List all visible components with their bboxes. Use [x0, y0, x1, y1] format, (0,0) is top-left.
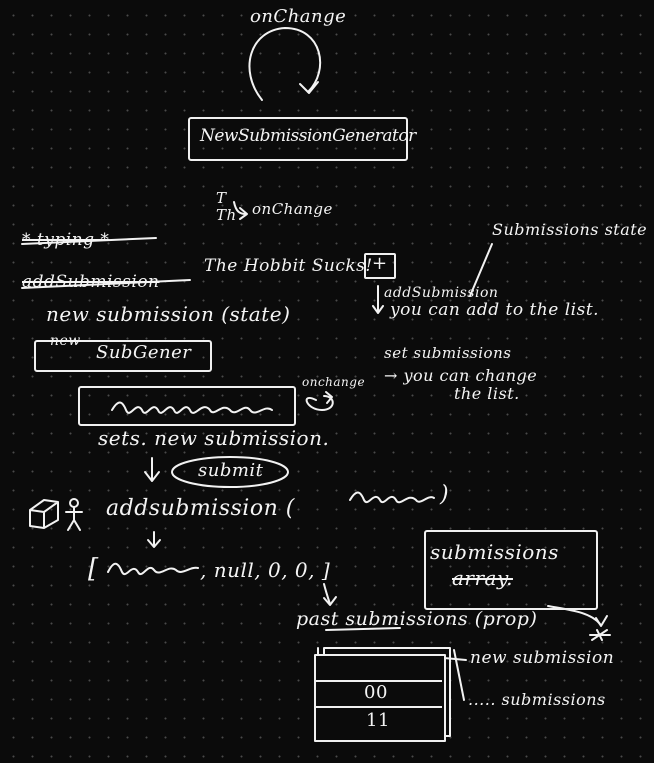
new-submission-generator-label: NewSubmissionGenerator: [200, 126, 416, 146]
submissions-side-label: ..... submissions: [468, 690, 606, 709]
top-onchange-label: onChange: [250, 6, 347, 27]
submissions-array-box: [424, 530, 598, 610]
list-row-2-text: 00: [364, 682, 388, 703]
new-submission-side-label: new submission: [470, 648, 615, 668]
submissions-array-label-1: submissions: [430, 540, 559, 564]
past-submissions-label: past submissions (prop): [296, 608, 538, 630]
typing-struck-label: * typing *: [22, 230, 110, 250]
subgen-box: [34, 340, 212, 372]
typing-chars: T Th: [216, 189, 237, 224]
add-submission-struck-label: addSubmission: [22, 272, 160, 292]
person-icon: [69, 498, 79, 508]
add-submission-note: addSubmission: [384, 285, 499, 301]
typing-onchange-label: onChange: [252, 200, 333, 218]
array-open-bracket: [: [88, 554, 99, 584]
sets-new-submission-label: sets. new submission.: [98, 426, 330, 450]
new-submission-state-label: new submission (state): [46, 302, 291, 326]
input-change-loop: [305, 395, 334, 411]
list-row-divider-1: [316, 680, 442, 682]
onchange-loop-arrow: [248, 27, 322, 101]
array-literal: , null, 0, 0, ]: [200, 558, 331, 582]
new-submission-generator-box: [188, 117, 408, 161]
hobbit-input-text: The Hobbit Sucks!: [204, 256, 373, 276]
list-row-divider-2: [316, 706, 442, 708]
subgen-label: SubGener: [96, 342, 192, 363]
add-submission-call-close: ): [440, 482, 450, 507]
star-mark: [589, 629, 611, 641]
cube-icon: [29, 499, 59, 529]
submissions-state-label: Submissions state: [492, 220, 648, 239]
add-to-list-note: you can add to the list.: [390, 300, 600, 320]
change-list-line-1: → you can change: [384, 366, 538, 385]
submissions-state-pointer: [469, 243, 493, 297]
set-submissions-label: set submissions: [384, 344, 512, 362]
add-submission-call: addsubmission (: [106, 496, 295, 521]
typing-arrow: [233, 201, 247, 215]
submission-input-box[interactable]: [78, 386, 296, 426]
list-row-3-text: 11: [366, 710, 390, 731]
submit-button[interactable]: submit: [198, 460, 264, 481]
plus-button-label: +: [372, 253, 388, 274]
change-list-line-2: the list.: [454, 384, 520, 403]
subgen-struck-label: new: [50, 333, 81, 349]
submit-button-outline: [171, 456, 289, 488]
onchange-loop-arrowhead: [299, 81, 319, 94]
input-squiggle: [111, 401, 273, 414]
plus-button[interactable]: [364, 253, 396, 279]
submission-list-front: [314, 654, 446, 742]
input-onchange-label: onchange: [302, 375, 366, 389]
submissions-array-label-2: array.: [452, 566, 513, 590]
